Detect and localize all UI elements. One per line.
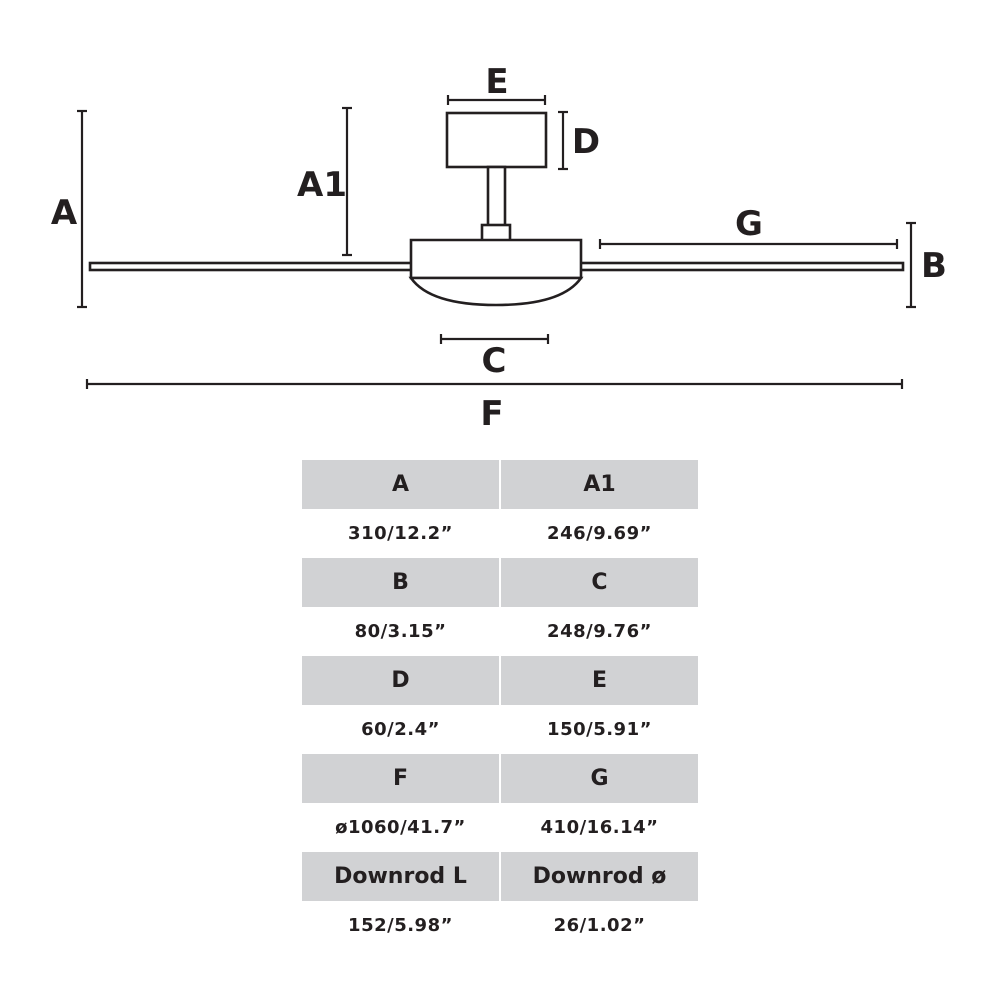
header-cell-b: B [302, 558, 499, 607]
header-cell-a1: A1 [501, 460, 698, 509]
fan-dimension-diagram: A A1 E D G B C F [51, 62, 947, 434]
header-cell-d: D [302, 656, 499, 705]
label-f: F [480, 394, 503, 434]
value-cell-downrod-diameter: 26/1.02” [553, 915, 646, 936]
right-blade [578, 261, 905, 272]
dimension-spec-table: A A1 310/12.2” 246/9.69” B C 80/3.15” 24… [302, 460, 698, 950]
value-cell-c: 248/9.76” [547, 621, 652, 642]
value-cell-downrod-length: 152/5.98” [348, 915, 453, 936]
header-cell-f: F [302, 754, 499, 803]
label-a: A [51, 193, 78, 233]
light-bowl [408, 276, 584, 307]
value-cell-d: 60/2.4” [361, 719, 440, 740]
header-cell-a: A [302, 460, 499, 509]
value-cell-b: 80/3.15” [354, 621, 447, 642]
left-blade [88, 261, 414, 272]
label-e: E [485, 62, 508, 102]
header-cell-downrod-length: Downrod L [302, 852, 499, 901]
value-cell-a: 310/12.2” [348, 523, 453, 544]
value-cell-a1: 246/9.69” [547, 523, 652, 544]
label-a1: A1 [297, 165, 347, 205]
label-c: C [482, 341, 507, 381]
downrod-coupler [480, 223, 512, 243]
header-cell-g: G [501, 754, 698, 803]
ceiling-canopy [445, 111, 548, 169]
label-b: B [921, 246, 947, 286]
label-d: D [572, 122, 600, 162]
label-g: G [735, 204, 763, 244]
value-cell-f: ø1060/41.7” [335, 817, 466, 838]
motor-housing [409, 238, 583, 280]
value-cell-e: 150/5.91” [547, 719, 652, 740]
header-cell-c: C [501, 558, 698, 607]
value-cell-g: 410/16.14” [540, 817, 659, 838]
header-cell-e: E [501, 656, 698, 705]
downrod [486, 165, 507, 229]
header-cell-downrod-diameter: Downrod ø [501, 852, 698, 901]
